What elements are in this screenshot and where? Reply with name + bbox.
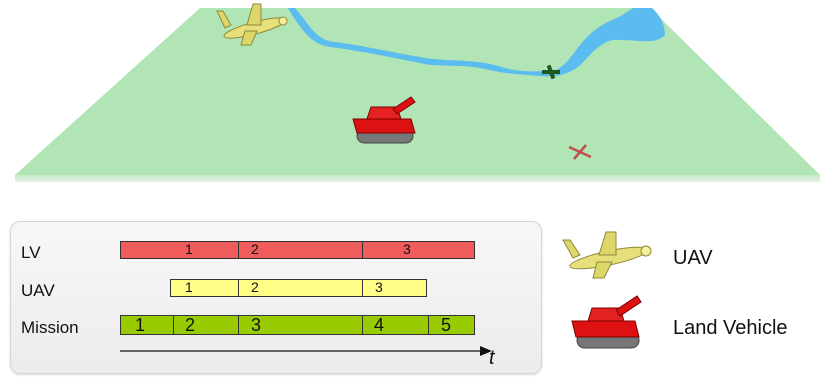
- tank-icon: [565, 290, 655, 354]
- lv-segment-label: 3: [403, 241, 411, 257]
- uav-segment-label: 1: [185, 279, 193, 295]
- mission-segment-label: 4: [374, 315, 384, 336]
- lv-segment: 3: [362, 242, 474, 258]
- mission-schedule-bar: 1 2 3 4 5: [120, 315, 475, 335]
- uav-segment: 1: [171, 280, 238, 296]
- mission-segment: 1: [121, 316, 173, 334]
- lv-segment-label: 1: [185, 241, 193, 257]
- time-axis-label: t: [489, 347, 495, 370]
- uav-airplane-icon: [553, 228, 665, 284]
- mission-segment-label: 5: [441, 315, 451, 336]
- mission-segment: 4: [362, 316, 428, 334]
- mission-segment-label: 1: [135, 315, 145, 336]
- uav-segment: 3: [362, 280, 426, 296]
- row-label-lv: LV: [21, 243, 41, 263]
- uav-segment: 2: [238, 280, 362, 296]
- terrain-edge: [15, 175, 820, 182]
- row-label-uav: UAV: [21, 281, 55, 301]
- map-scene: [0, 0, 837, 200]
- lv-schedule-bar: 1 2 3: [120, 241, 475, 259]
- mission-segment-label: 2: [185, 315, 195, 336]
- mission-segment: 5: [428, 316, 474, 334]
- lv-segment: 1: [121, 242, 238, 258]
- row-label-mission: Mission: [21, 318, 79, 338]
- terrain-plane: [15, 8, 820, 175]
- lv-segment: 2: [238, 242, 362, 258]
- legend-land-vehicle-label: Land Vehicle: [673, 317, 788, 340]
- lv-segment-label: 2: [251, 241, 259, 257]
- uav-segment-label: 2: [251, 279, 259, 295]
- legend-uav-label: UAV: [673, 247, 713, 270]
- uav-segment-label: 3: [375, 279, 383, 295]
- time-axis-arrow: [120, 345, 495, 357]
- mission-segment: 2: [173, 316, 238, 334]
- mission-segment-label: 3: [251, 315, 261, 336]
- mission-segment: 3: [238, 316, 362, 334]
- uav-schedule-bar: 1 2 3: [170, 279, 427, 297]
